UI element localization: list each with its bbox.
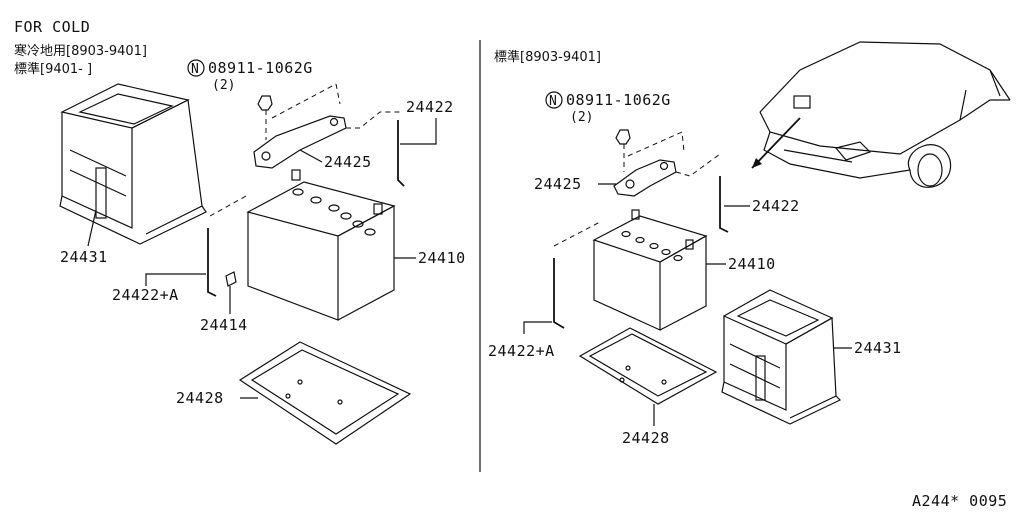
left-bolt-callout: N 08911-1062G (2) [187,59,313,93]
left-jbolt-dash [209,195,247,217]
right-battery-box-24431 [721,289,842,425]
right-label-24425: 24425 [534,175,582,193]
right-bolt-part: 08911-1062G [566,91,671,109]
car-location-arrowhead [752,158,762,168]
left-label-24428: 24428 [176,389,224,407]
leader-left-24422 [400,118,437,145]
leader-left-24431 [87,209,97,247]
left-bolt-part: 08911-1062G [208,59,313,77]
right-bolt-callout: N 08911-1062G (2) [545,91,671,125]
left-label-24422A: 24422+A [112,286,179,304]
left-label-24422: 24422 [406,98,454,116]
left-heading: FOR COLD [14,18,90,36]
left-clip-24414 [225,271,237,287]
right-jbolt-24422 [719,176,729,233]
right-jbolt-24422A [553,258,565,329]
right-bolt-symbol: N [549,94,557,109]
left-label-24425: 24425 [324,153,372,171]
right-note-std: 標準[8903-9401] [494,49,601,65]
left-battery-box-24431 [59,83,207,245]
left-bolt-symbol-circle [187,59,205,77]
right-tray-24428 [578,327,718,405]
car-location-arrow [751,117,801,169]
left-note-std: 標準[9401- ] [14,61,92,77]
left-label-24414: 24414 [200,316,248,334]
left-jbolt-24422A [207,228,217,297]
right-label-24428: 24428 [622,429,670,447]
right-bolt-qty: (2) [570,110,593,125]
right-bolt-symbol-circle [545,91,563,109]
right-label-24431: 24431 [854,339,902,357]
left-note-cold: 寒冷地用[8903-9401] [14,43,147,59]
left-battery-24410 [246,169,396,321]
left-bolt-symbol: N [191,62,199,77]
footer-code: A244* 0095 [912,492,1007,510]
left-bracket-dash [271,83,400,129]
leader-right-24422A [523,321,552,334]
right-nut [615,129,631,145]
right-label-24422: 24422 [752,197,800,215]
car-front-illustration [759,41,1011,188]
left-label-24431: 24431 [60,248,108,266]
leader-left-24425 [299,149,323,163]
right-label-24410: 24410 [728,255,776,273]
left-label-24410: 24410 [418,249,466,267]
leader-left-24422A [145,273,206,286]
left-tray-24428 [238,341,412,445]
right-battery-24410 [592,209,708,331]
right-bracket-dash [627,131,721,177]
right-jbolt-dash [553,221,601,247]
left-nut [257,95,273,111]
left-bolt-qty: (2) [212,78,235,93]
right-bracket-24425 [613,159,677,197]
left-jbolt-24422 [397,120,405,187]
right-label-24422A: 24422+A [488,342,555,360]
